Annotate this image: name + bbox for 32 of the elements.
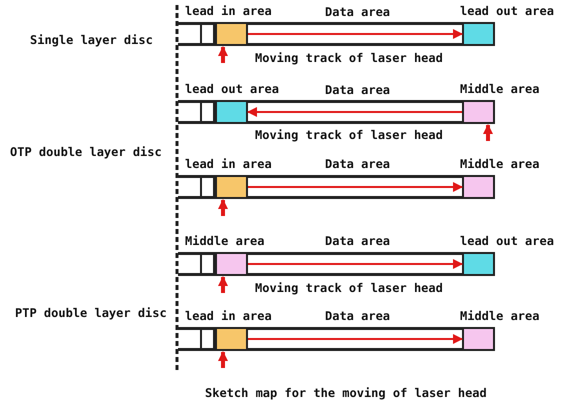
track-label: Moving track of laser head [255,128,443,142]
area-label: lead out area [460,234,554,248]
area-label: Middle area [185,234,264,248]
area-label: lead in area [185,4,272,18]
track-label: Moving track of laser head [255,51,443,65]
track-arrow [248,29,463,39]
area-label: lead in area [185,309,272,323]
track-arrow [248,259,463,269]
area-label: Middle area [460,82,540,96]
area-label: Data area [325,309,390,323]
laser-head-arrow [218,199,228,216]
laser-head-arrow [218,351,228,368]
area-label: lead in area [185,157,272,171]
caption: Sketch map for the moving of laser head [205,386,487,400]
disc-type-label: PTP double layer disc [15,306,167,320]
area-label: Middle area [460,309,540,323]
track-arrow [247,107,462,117]
disc-type-label: Single layer disc [30,33,153,47]
track-label: Moving track of laser head [255,281,443,295]
area-label: Data area [325,234,390,248]
area-label: lead out area [460,4,554,18]
laser-head-arrow [218,46,228,63]
disc-type-label: OTP double layer disc [10,145,162,159]
area-label: lead out area [185,82,279,96]
area-label: Data area [325,5,390,19]
track-arrow [248,182,463,192]
area-label: Data area [325,83,390,97]
area-label: Middle area [460,157,540,171]
track-arrow [248,334,463,344]
laser-head-arrow [483,124,493,141]
area-label: Data area [325,157,390,171]
laser-head-arrow [218,276,228,293]
